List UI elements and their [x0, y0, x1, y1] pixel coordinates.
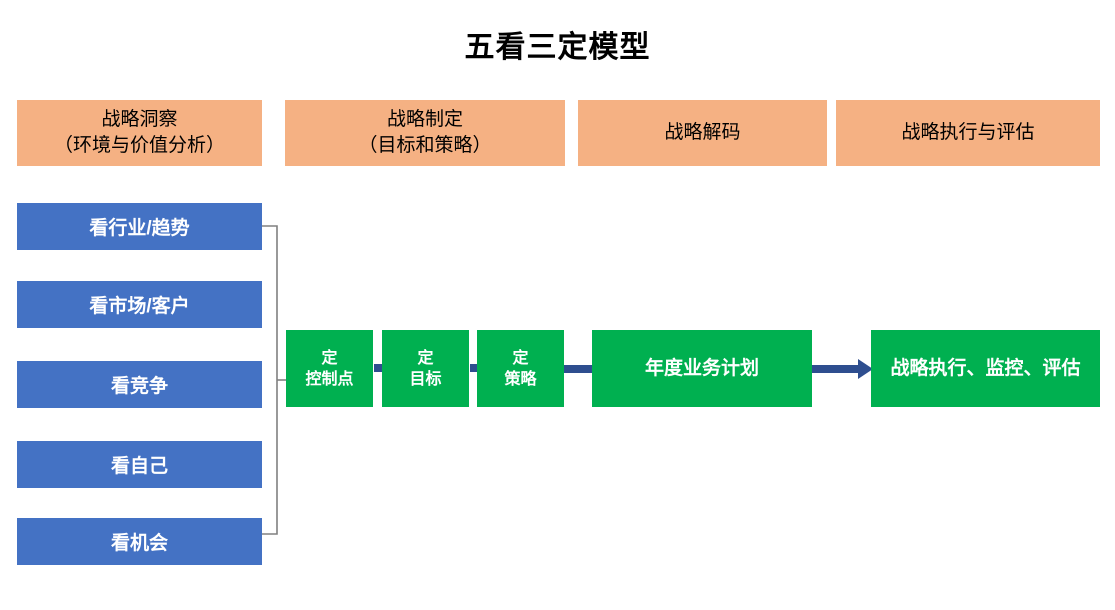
phase-label-line2: （环境与价值分析）	[53, 135, 225, 156]
step-label-line2: 目标	[409, 370, 442, 388]
page-title: 五看三定模型	[464, 31, 651, 64]
step-box-goal: 定 目标	[382, 330, 469, 407]
phase-label-line1: 战略执行与评估	[901, 122, 1035, 143]
phase-box-strategy-decoding: 战略解码	[578, 100, 827, 166]
phase-label-line1: 战略洞察	[101, 109, 178, 130]
step-label-line2: 策略	[504, 370, 537, 388]
output-box-execution-monitoring-evaluation: 战略执行、监控、评估	[871, 330, 1100, 407]
step-label-line1: 定	[321, 349, 338, 367]
step-label-line1: 定	[512, 349, 529, 367]
pillar-box-opportunity: 看机会	[17, 518, 262, 565]
arrow-annual-plan-to-execution	[812, 359, 873, 379]
output-box-annual-business-plan: 年度业务计划	[592, 330, 812, 407]
phase-label-line1: 战略制定	[386, 109, 463, 130]
step-label-line2: 控制点	[305, 370, 354, 388]
step-box-control-point: 定 控制点	[286, 330, 373, 407]
phase-box-execution-evaluation: 战略执行与评估	[836, 100, 1100, 166]
pillar-box-industry-trend: 看行业/趋势	[17, 203, 262, 250]
step-label-line1: 定	[417, 349, 434, 367]
output-label: 战略执行、监控、评估	[890, 357, 1081, 379]
phase-label-line2: （目标和策略）	[358, 135, 492, 156]
pillar-box-competition: 看竞争	[17, 361, 262, 408]
output-label: 年度业务计划	[644, 357, 759, 379]
pillar-label: 看自己	[110, 456, 168, 477]
phase-box-strategic-insight: 战略洞察 （环境与价值分析）	[17, 100, 262, 166]
pillar-box-market-customer: 看市场/客户	[17, 281, 262, 328]
pillar-label: 看竞争	[110, 376, 168, 397]
pillar-label: 看机会	[110, 533, 168, 554]
phase-label-line1: 战略解码	[664, 122, 741, 143]
step-box-tactic: 定 策略	[477, 330, 564, 407]
pillar-label: 看行业/趋势	[89, 218, 190, 239]
phase-box-strategy-formulation: 战略制定 （目标和策略）	[285, 100, 565, 166]
pillar-label: 看市场/客户	[89, 296, 190, 317]
pillar-box-self: 看自己	[17, 441, 262, 488]
